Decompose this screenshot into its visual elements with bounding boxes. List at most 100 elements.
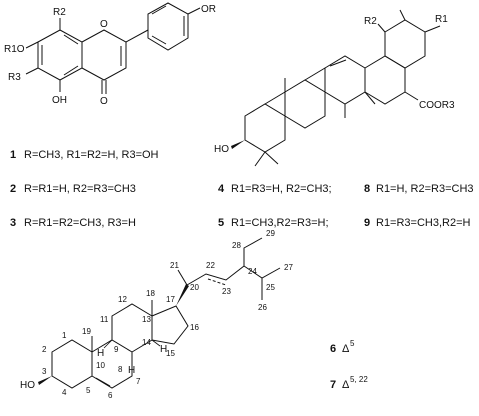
- locant-11: 11: [100, 315, 109, 324]
- compound-8-number: 8: [364, 183, 370, 195]
- flavone-ring-b-double: [151, 5, 185, 45]
- triterpene-coor3-bond: [404, 91, 419, 101]
- triterpene-structure: R1 R2 HO COOR3: [214, 9, 455, 167]
- triterpene-coor3-label: COOR3: [419, 100, 455, 111]
- sterol-ho-label: HO: [20, 380, 35, 391]
- triterpene-compound-list: 4 R1=R3=H, R2=CH3; 5 R1=CH3,R2=R3=H; 8 R…: [218, 183, 474, 229]
- locant-6: 6: [108, 391, 113, 400]
- sterol-delta5-bond: [95, 377, 111, 387]
- locant-23: 23: [222, 287, 231, 296]
- triterpene-ring-e: [384, 19, 426, 69]
- sterol-h9-label: H: [97, 348, 104, 359]
- locant-29: 29: [266, 229, 275, 238]
- flavone-or-label: OR: [201, 4, 216, 15]
- triterpene-ab-link: [264, 91, 286, 105]
- triterpene-ho-label: HO: [214, 144, 229, 155]
- triterpene-ring-b: [284, 79, 326, 129]
- flavone-carbonyl: [101, 80, 107, 94]
- locant-8: 8: [118, 365, 123, 374]
- triterpene-ring-d: [364, 55, 406, 105]
- flavone-oh-label: OH: [52, 95, 67, 106]
- sterol-h8-label: H: [128, 365, 135, 376]
- locant-14: 14: [142, 338, 151, 347]
- flavone-structure: R2 R1O R3 O OH O OR: [4, 2, 216, 107]
- locant-13: 13: [142, 315, 151, 324]
- sterol-side-chain: [186, 237, 263, 286]
- compound-2-number: 2: [10, 183, 16, 195]
- locant-19: 19: [82, 327, 91, 336]
- locant-28: 28: [232, 241, 241, 250]
- compound-2-desc: R=R1=H, R2=R3=CH3: [24, 183, 136, 195]
- flavone-ring-b-link: [125, 29, 149, 43]
- locant-12: 12: [118, 295, 127, 304]
- sterol-c22-double-bond: [207, 278, 227, 286]
- locant-2: 2: [42, 345, 47, 354]
- locant-17: 17: [166, 295, 175, 304]
- triterpene-double-bond: [329, 59, 347, 67]
- sterol-locants: 1 2 3 4 5 6 7 8 9 10 11 12 13 14 15 16 1…: [42, 229, 293, 400]
- triterpene-ho-wedge: [231, 140, 245, 149]
- compound-7-number: 7: [330, 379, 336, 391]
- sterol-h14-label: H: [160, 344, 167, 355]
- flavone-ring-a-double: [41, 34, 79, 76]
- locant-1: 1: [62, 331, 67, 340]
- locant-21: 21: [170, 261, 179, 270]
- compound-3-desc: R=R1=R2=CH3, R3=H: [24, 217, 136, 229]
- compound-5-number: 5: [218, 217, 224, 229]
- locant-26: 26: [258, 303, 267, 312]
- compound-4-desc: R1=R3=H, R2=CH3;: [231, 183, 332, 195]
- triterpene-ring-e-methyls: [399, 9, 441, 33]
- locant-27: 27: [284, 263, 293, 272]
- triterpene-bc-link: [304, 67, 326, 81]
- sterol-c17-wedge: [176, 284, 189, 306]
- compound-8-desc: R1=H, R2=R3=CH3: [376, 183, 474, 195]
- flavone-ring-a: [37, 29, 83, 81]
- flavone-ring-b: [147, 2, 189, 51]
- compound-6-delta: Δ: [342, 343, 350, 355]
- locant-10: 10: [96, 361, 105, 370]
- triterpene-ring-a: [244, 103, 286, 153]
- sterol-isopropyl: [243, 265, 281, 300]
- sterol-ring-d: [151, 305, 189, 345]
- triterpene-r2-label: R2: [364, 16, 377, 27]
- sterol-structure: HO H H H: [20, 237, 281, 391]
- locant-5: 5: [86, 386, 91, 395]
- sterol-c20-c21-bond: [177, 269, 188, 286]
- sterol-h-bonds: [103, 339, 161, 364]
- compound-1-desc: R=CH3, R1=R2=H, R3=OH: [24, 149, 159, 161]
- locant-22: 22: [206, 261, 215, 270]
- triterpene-gem-dimethyl: [254, 151, 279, 167]
- locant-9: 9: [114, 345, 119, 354]
- compound-6-number: 6: [330, 343, 336, 355]
- locant-25: 25: [266, 283, 275, 292]
- locant-18: 18: [146, 289, 155, 298]
- flavone-r1o-label: R1O: [4, 44, 25, 55]
- flavone-r2-label: R2: [53, 7, 66, 18]
- compound-4-number: 4: [218, 183, 225, 195]
- locant-3: 3: [42, 367, 47, 376]
- locant-4: 4: [62, 388, 67, 397]
- sterol-ring-c: [111, 303, 153, 353]
- compound-1-number: 1: [10, 149, 16, 161]
- flavone-compound-list: 1 R=CH3, R1=R2=H, R3=OH 2 R=R1=H, R2=R3=…: [10, 149, 159, 229]
- compound-7-sup: 5, 22: [350, 375, 368, 384]
- locant-15: 15: [166, 349, 175, 358]
- flavone-or-bond: [187, 7, 201, 15]
- flavone-r3-bond: [25, 67, 39, 75]
- flavone-r3-label: R3: [8, 72, 21, 83]
- flavone-ring-c: [81, 29, 127, 81]
- triterpene-methyl-4: [364, 91, 376, 105]
- sterol-ho-wedge: [38, 376, 52, 385]
- triterpene-r2-bond: [377, 23, 386, 33]
- sterol-compound-list: 6 Δ 5 7 Δ 5, 22: [330, 339, 368, 391]
- compound-6-sup: 5: [350, 339, 355, 348]
- triterpene-r1-label: R1: [435, 14, 448, 25]
- compound-7-delta: Δ: [342, 379, 350, 391]
- locant-7: 7: [136, 377, 141, 386]
- locant-20: 20: [190, 283, 199, 292]
- locant-16: 16: [190, 323, 199, 332]
- locant-24: 24: [248, 267, 257, 276]
- compound-9-desc: R1=R3=CH3,R2=H: [376, 217, 471, 229]
- flavone-r1o-bond: [25, 41, 39, 49]
